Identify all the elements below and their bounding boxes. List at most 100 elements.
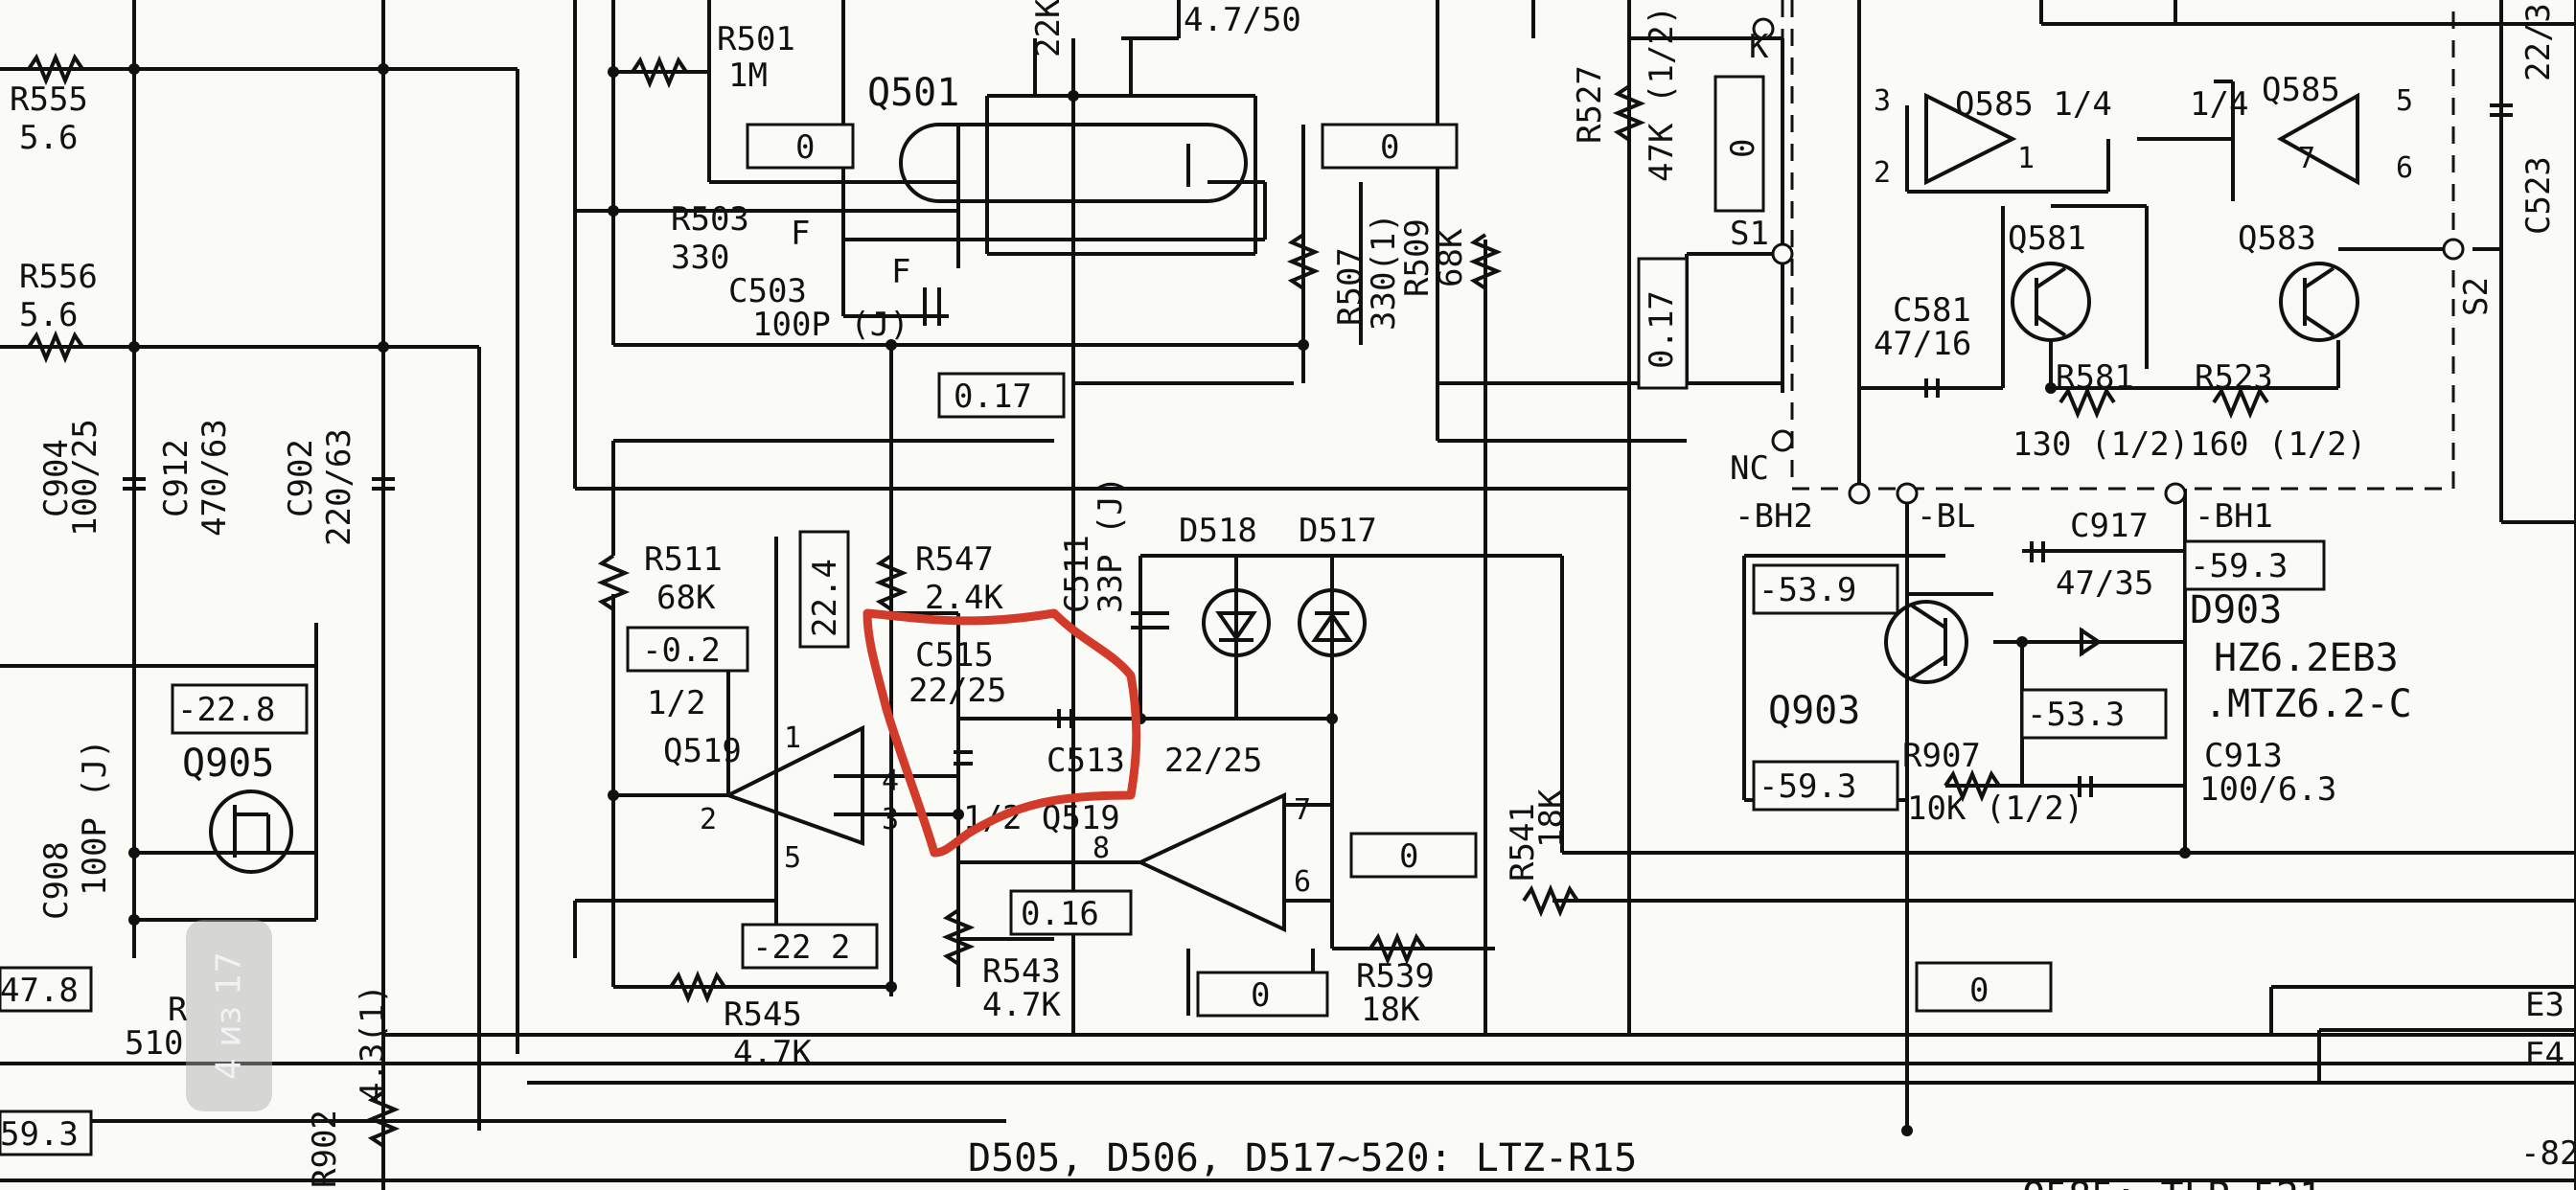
resistor-r543 xyxy=(941,908,976,966)
pin-q519b-8: 8 xyxy=(1092,832,1110,865)
label-c581-val: 47/16 xyxy=(1874,325,1971,363)
node-s1: S1 xyxy=(1730,215,1769,253)
label-q581: Q581 xyxy=(2008,219,2086,258)
resistor-r539 xyxy=(1368,931,1426,966)
resistor-r581 xyxy=(2058,385,2116,420)
voltage-tags xyxy=(0,75,2326,1156)
label-r581-val: 130 (1/2) xyxy=(2012,425,2189,464)
label-c503-ref: C503 xyxy=(728,272,807,310)
label-r503-val: 330 xyxy=(671,239,729,277)
label-c581-ref: C581 xyxy=(1893,291,1971,330)
label-r541-val: 18K xyxy=(1532,789,1571,848)
label-c904-val: 100/25 xyxy=(66,419,104,537)
capacitor-c581 xyxy=(1924,378,1940,398)
node-k: K xyxy=(1749,28,1769,66)
tag-vm593b: -59.3 xyxy=(1759,767,1856,806)
resistor-r547 xyxy=(874,554,908,611)
red-annotation-outline xyxy=(862,608,1141,858)
label-c912: C912 xyxy=(157,439,196,517)
junctions xyxy=(128,17,2465,1136)
resistor-r545 xyxy=(669,970,726,1004)
pin-q585b-5: 5 xyxy=(2396,84,2413,118)
transistor-q903 xyxy=(1884,600,1968,684)
diode-d518 xyxy=(1202,588,1271,657)
label-r511-val: 68K xyxy=(656,579,716,617)
label-r902: R902 xyxy=(306,1110,344,1188)
label-r523-ref: R523 xyxy=(2195,358,2273,397)
label-r539-ref: R539 xyxy=(1356,957,1435,995)
resistor-r501 xyxy=(631,55,688,89)
label-r902-val: 4.3(1) xyxy=(354,984,392,1102)
capacitor-c513 xyxy=(954,750,973,766)
label-c913-ref: C913 xyxy=(2204,737,2283,775)
label-c515-ref: C515 xyxy=(915,636,994,675)
label-c908-val: 100P (J) xyxy=(76,739,114,896)
label-r501-val: 1M xyxy=(728,57,768,95)
node-s2: S2 xyxy=(2457,277,2496,316)
tag-v593c: 59.3 xyxy=(0,1115,79,1154)
label-r510-val: 510 xyxy=(125,1024,183,1063)
capacitor-c503 xyxy=(923,287,941,326)
tag-v0b: 0 xyxy=(1380,128,1399,167)
label-r523-val: 160 (1/2) xyxy=(2190,425,2366,464)
tag-v0e: 0 xyxy=(1251,976,1270,1015)
pin-q585b-6: 6 xyxy=(2396,151,2413,185)
label-r513-val: 22K xyxy=(1029,0,1068,57)
label-q903: Q903 xyxy=(1768,689,1860,733)
capacitor-c511 xyxy=(1131,611,1169,629)
pin-q585a-2: 2 xyxy=(1874,156,1891,190)
label-r501-ref: R501 xyxy=(717,20,795,58)
tag-v017b: 0.17 xyxy=(1643,290,1681,369)
opamp-q585b xyxy=(2276,92,2359,186)
label-q585b-ref: Q585 xyxy=(2262,71,2340,109)
capacitor-c515 xyxy=(1057,709,1073,728)
label-r507-val: 330(1) xyxy=(1365,213,1403,331)
label-c912-val: 470/63 xyxy=(196,419,234,537)
label-q583: Q583 xyxy=(2238,219,2316,258)
label-r527-val: 47K (1/2) xyxy=(1643,6,1681,182)
tag-v224: 22.4 xyxy=(806,559,844,637)
label-r581-ref: R581 xyxy=(2056,358,2134,397)
opamp-q519b xyxy=(1136,791,1286,933)
tag-v0d: 0 xyxy=(1399,837,1418,876)
label-c523: C523 xyxy=(2519,156,2558,235)
resistor-r523 xyxy=(2212,385,2269,420)
marker-f1: F xyxy=(791,215,810,253)
tag-vm222: -22 2 xyxy=(752,928,850,967)
capacitor-c904 xyxy=(123,477,146,491)
capacitor-c917 xyxy=(2030,541,2045,562)
tag-v0c: 0 xyxy=(1724,139,1762,158)
tag-vm533: -53.3 xyxy=(2027,696,2125,734)
pin-q519a-2: 2 xyxy=(700,803,717,836)
node-nc: NC xyxy=(1730,449,1769,488)
label-c513-val: 22/25 xyxy=(1164,742,1262,780)
capacitor-c913 xyxy=(2078,776,2093,797)
footnote-2: Q585: TLP 521 xyxy=(2022,1175,2322,1190)
active-devices xyxy=(209,86,2359,933)
label-r555-val: 5.6 xyxy=(19,119,78,157)
label-c523-val: 22/3 xyxy=(2519,3,2558,81)
label-c511-ref: C511 xyxy=(1058,535,1096,613)
label-q519a-ref: Q519 xyxy=(663,732,742,770)
label-r545-ref: R545 xyxy=(724,995,802,1034)
label-r545-val: 4.7K xyxy=(733,1034,812,1072)
resistor-r902 xyxy=(366,1090,401,1148)
label-q519a-part: 1/2 xyxy=(647,684,705,722)
label-r539-val: 18K xyxy=(1361,991,1420,1029)
tag-vm539a: -53.9 xyxy=(1759,571,1856,609)
diodes xyxy=(1202,588,2103,657)
label-c908: C908 xyxy=(37,841,76,920)
label-c902: C902 xyxy=(282,439,320,517)
tag-v0f: 0 xyxy=(1969,972,1989,1010)
label-c902-val: 220/63 xyxy=(320,428,358,546)
label-r503-ref: R503 xyxy=(671,200,749,239)
pin-q585a-1: 1 xyxy=(2017,142,2035,175)
label-r509: R509 xyxy=(1398,218,1437,297)
label-c503-val: 100P (J) xyxy=(752,306,909,344)
label-r547-val: 2.4K xyxy=(925,579,1003,617)
label-r907-ref: R907 xyxy=(1902,737,1981,775)
label-r547-ref: R547 xyxy=(915,540,994,579)
resistor-r556 xyxy=(27,330,84,364)
